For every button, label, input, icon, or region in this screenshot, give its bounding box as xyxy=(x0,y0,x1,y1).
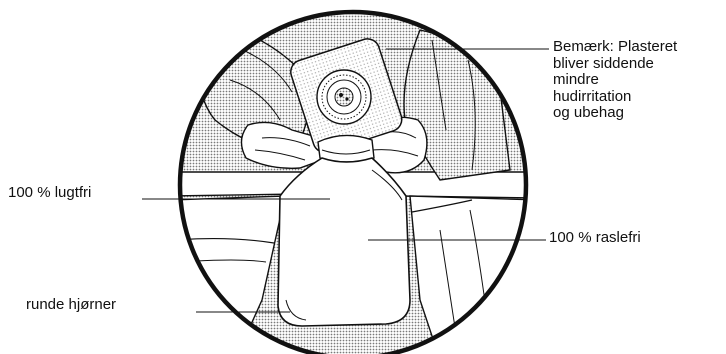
rustlefree-label: 100 % raslefri xyxy=(549,230,641,246)
note-line: og ubehag xyxy=(553,105,677,122)
odorproof-label: 100 % lugtfri xyxy=(8,185,91,201)
note-line: hudirritation xyxy=(553,89,677,106)
note-line: mindre xyxy=(553,72,677,89)
note-callout: Bemærk: Plasteret bliver siddende mindre… xyxy=(553,39,677,122)
stoma-ring xyxy=(317,70,371,124)
note-line: Bemærk: Plasteret xyxy=(553,39,677,56)
bag-neck xyxy=(318,135,374,162)
note-line: bliver siddende xyxy=(553,56,677,73)
ostomy-pouch xyxy=(278,158,410,326)
rounded-corners-label: runde hjørner xyxy=(26,297,116,313)
